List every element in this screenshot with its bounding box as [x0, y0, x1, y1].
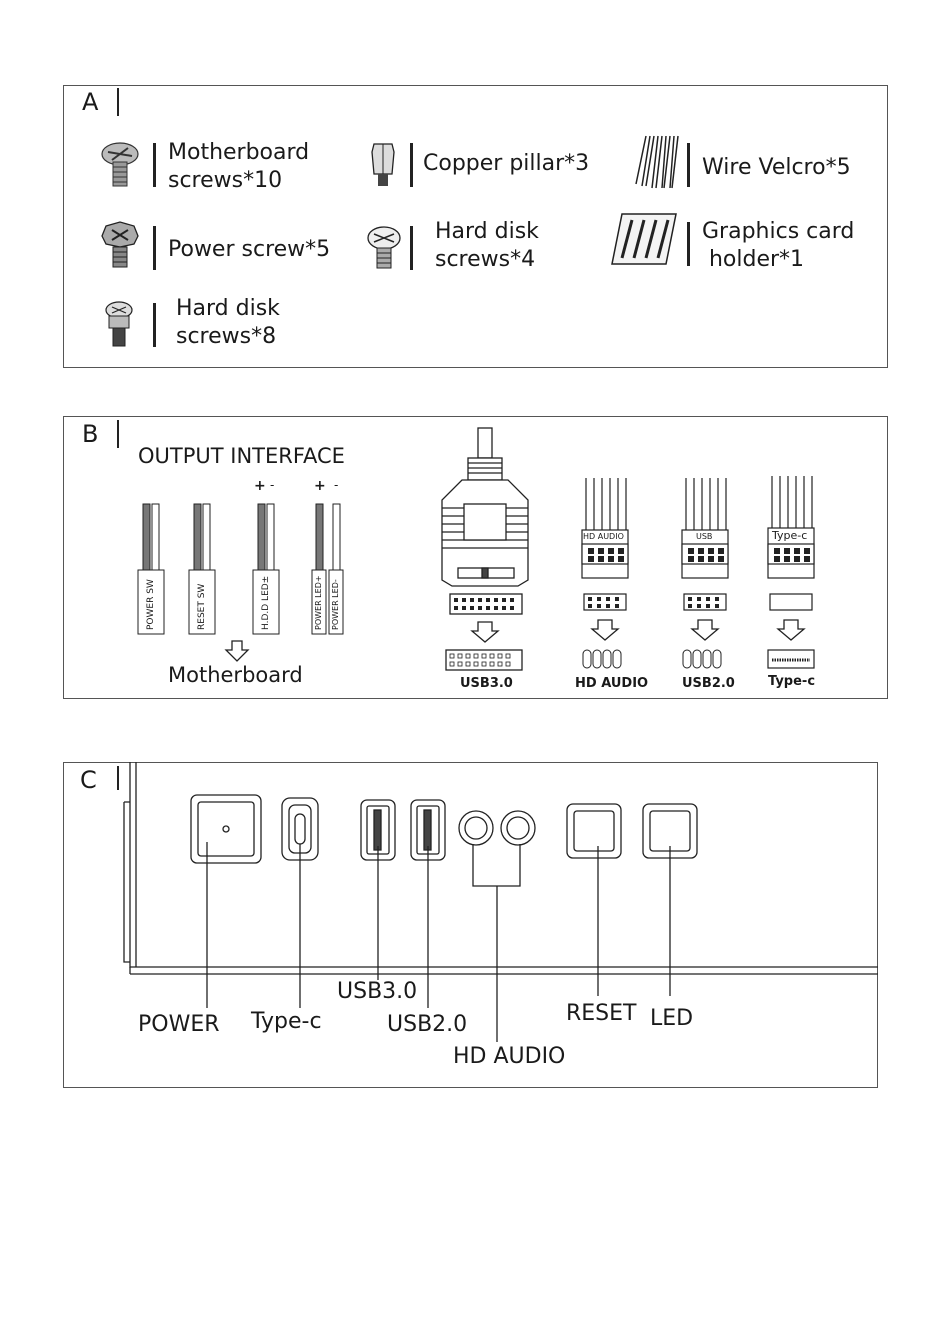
panel-c-letter: C — [80, 766, 97, 794]
item-divider — [687, 143, 690, 187]
graphics-card-holder-label-2: holder*1 — [702, 247, 805, 272]
item-divider — [410, 143, 413, 187]
usb3-label: USB3.0 — [337, 979, 418, 1004]
item-divider — [687, 222, 690, 266]
typec-header-label: Type-c — [772, 529, 808, 542]
panel-b-output-interface — [63, 416, 888, 699]
wire-velcro-label: Wire Velcro*5 — [702, 155, 851, 180]
usb2-label: USB2.0 — [387, 1012, 468, 1037]
motherboard-label: Motherboard — [168, 663, 303, 687]
item-divider — [410, 226, 413, 270]
motherboard-screws-label-1: Motherboard — [168, 140, 310, 165]
usb-header-label: USB — [696, 532, 713, 541]
panel-a-letter-divider — [117, 88, 119, 116]
hard-disk-screws8-label-2: screws*8 — [176, 324, 277, 349]
item-divider — [153, 303, 156, 347]
led-label: LED — [650, 1006, 694, 1031]
cable-label-power-led-minus: POWER LED- — [331, 579, 340, 630]
hard-disk-screw-icon — [367, 226, 401, 269]
panel-a-accessories — [63, 85, 888, 368]
hd-audio-label: HD AUDIO — [453, 1044, 566, 1069]
panel-a-letter: A — [82, 88, 99, 116]
cable-label-power-led-plus: POWER LED+ — [314, 575, 323, 630]
panel-b-letter: B — [82, 420, 99, 448]
copper-pillar-icon — [371, 143, 395, 186]
hard-disk-screw-small-icon — [105, 301, 133, 347]
cable-label-power-sw: POWER SW — [146, 579, 156, 630]
typec-label: Type-c — [251, 1009, 322, 1034]
reset-label: RESET — [566, 1001, 637, 1026]
connector-label-typec: Type-c — [768, 674, 816, 689]
copper-pillar-label: Copper pillar*3 — [423, 151, 590, 176]
front-io-panel-drawing — [123, 762, 878, 1042]
hard-disk-screws8-label-1: Hard disk — [176, 296, 280, 321]
cable-label-hdd-led: H.D.D LED± — [261, 575, 271, 630]
connector-label-hd-audio: HD AUDIO — [575, 676, 649, 691]
hard-disk-screws4-label-1: Hard disk — [435, 219, 539, 244]
power-screw-icon — [101, 221, 139, 268]
usb2-header-diagram — [681, 478, 729, 669]
item-divider — [153, 226, 156, 270]
usb3-connector-diagram — [441, 427, 529, 671]
power-led-minus-sign: - — [334, 478, 339, 492]
connector-label-usb2: USB2.0 — [682, 676, 735, 691]
power-led-plus-sign: + — [314, 478, 326, 494]
wire-velcro-icon — [635, 135, 679, 189]
output-interface-title: OUTPUT INTERFACE — [138, 444, 345, 468]
connector-label-usb3: USB3.0 — [460, 676, 513, 691]
motherboard-screw-icon — [101, 142, 139, 187]
hdd-led-minus-sign: - — [270, 478, 275, 492]
graphics-card-holder-icon — [611, 213, 677, 265]
panel-b-letter-divider — [117, 420, 119, 448]
hdd-led-plus-sign: + — [254, 478, 266, 494]
graphics-card-holder-label-1: Graphics card — [702, 219, 855, 244]
item-divider — [153, 143, 156, 187]
motherboard-screws-label-2: screws*10 — [168, 168, 283, 193]
hd-audio-header-label: HD AUDIO — [583, 532, 624, 541]
hd-audio-header-diagram — [581, 478, 629, 669]
hard-disk-screws4-label-2: screws*4 — [435, 247, 536, 272]
panel-c-front-io — [63, 762, 878, 1088]
front-panel-cables-diagram — [137, 503, 344, 635]
cable-label-reset-sw: RESET SW — [197, 583, 207, 630]
typec-header-diagram — [767, 476, 815, 669]
arrow-down-icon — [224, 640, 250, 662]
power-screw-label: Power screw*5 — [168, 237, 331, 262]
panel-c-letter-divider — [117, 766, 119, 790]
power-label: POWER — [138, 1012, 220, 1037]
